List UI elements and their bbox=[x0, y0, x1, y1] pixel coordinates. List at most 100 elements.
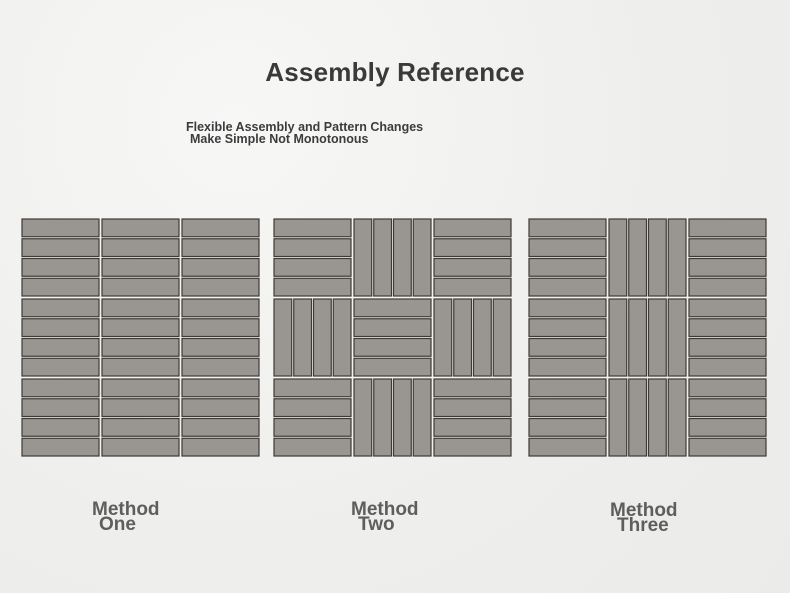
tile-method-one-r2-c2-horizontal bbox=[101, 298, 180, 377]
method-one-number: One bbox=[99, 514, 136, 535]
tile-method-one-r1-c1-horizontal bbox=[21, 218, 100, 297]
tile-method-three-r2-c2-vertical bbox=[608, 298, 687, 377]
plank bbox=[181, 417, 260, 437]
method-two-word: Method bbox=[351, 499, 419, 520]
tile-method-three-r1-c2-vertical bbox=[608, 218, 687, 297]
plank bbox=[528, 337, 607, 357]
tile-method-one-r2-c1-horizontal bbox=[21, 298, 100, 377]
plank bbox=[21, 277, 100, 297]
plank bbox=[181, 277, 260, 297]
plank bbox=[21, 378, 100, 398]
plank bbox=[293, 298, 313, 377]
tile-method-one-r2-c3-horizontal bbox=[181, 298, 260, 377]
plank bbox=[181, 357, 260, 377]
plank bbox=[528, 257, 607, 277]
plank bbox=[332, 298, 352, 377]
plank bbox=[101, 218, 180, 238]
method-one-label: Method One bbox=[92, 499, 160, 535]
plank bbox=[353, 298, 432, 318]
method-three-number: Three bbox=[617, 515, 669, 536]
plank bbox=[181, 318, 260, 338]
plank bbox=[628, 218, 648, 297]
plank bbox=[688, 277, 767, 297]
plank bbox=[453, 298, 473, 377]
plank bbox=[688, 398, 767, 418]
plank bbox=[21, 318, 100, 338]
plank bbox=[688, 337, 767, 357]
plank bbox=[101, 378, 180, 398]
plank bbox=[628, 298, 648, 377]
tile-method-two-r3-c1-horizontal bbox=[273, 378, 352, 457]
plank bbox=[181, 298, 260, 318]
plank bbox=[21, 398, 100, 418]
plank bbox=[528, 437, 607, 457]
method-three-word: Method bbox=[610, 500, 678, 521]
plank bbox=[528, 298, 607, 318]
plank bbox=[412, 218, 432, 297]
plank bbox=[353, 378, 373, 457]
plank bbox=[353, 357, 432, 377]
plank bbox=[181, 257, 260, 277]
plank bbox=[101, 337, 180, 357]
plank bbox=[181, 337, 260, 357]
plank bbox=[688, 417, 767, 437]
plank bbox=[528, 238, 607, 258]
tile-method-three-r3-c2-vertical bbox=[608, 378, 687, 457]
plank bbox=[392, 218, 412, 297]
plank bbox=[433, 378, 512, 398]
plank bbox=[608, 218, 628, 297]
method-one-word: Method bbox=[92, 499, 160, 520]
plank bbox=[492, 298, 512, 377]
plank bbox=[412, 378, 432, 457]
tile-method-one-r1-c2-horizontal bbox=[101, 218, 180, 297]
subtitle-line-1: Flexible Assembly and Pattern Changes bbox=[186, 120, 424, 134]
tile-method-three-r3-c3-horizontal bbox=[688, 378, 767, 457]
plank bbox=[21, 337, 100, 357]
tile-method-two-r2-c3-vertical bbox=[433, 298, 512, 377]
plank bbox=[392, 378, 412, 457]
plank bbox=[353, 318, 432, 338]
plank bbox=[21, 238, 100, 258]
plank bbox=[433, 298, 453, 377]
plank bbox=[688, 357, 767, 377]
tile-method-one-r3-c3-horizontal bbox=[181, 378, 260, 457]
plank bbox=[273, 417, 352, 437]
tile-method-two-r1-c1-horizontal bbox=[273, 218, 352, 297]
tile-method-three-r2-c3-horizontal bbox=[688, 298, 767, 377]
plank bbox=[21, 417, 100, 437]
plank bbox=[688, 298, 767, 318]
plank bbox=[273, 437, 352, 457]
plank bbox=[101, 298, 180, 318]
tile-method-one-r3-c2-horizontal bbox=[101, 378, 180, 457]
plank bbox=[433, 277, 512, 297]
plank bbox=[373, 218, 393, 297]
plank bbox=[101, 398, 180, 418]
plank bbox=[628, 378, 648, 457]
plank bbox=[21, 218, 100, 238]
method-three-label: Method Three bbox=[610, 500, 678, 536]
tile-method-two-r1-c2-vertical bbox=[353, 218, 432, 297]
plank bbox=[101, 437, 180, 457]
plank bbox=[433, 238, 512, 258]
subtitle-line-2: Make Simple Not Monotonous bbox=[190, 131, 369, 146]
plank bbox=[433, 257, 512, 277]
plank bbox=[528, 318, 607, 338]
plank bbox=[273, 277, 352, 297]
plank bbox=[688, 437, 767, 457]
plank bbox=[312, 298, 332, 377]
plank bbox=[101, 318, 180, 338]
plank bbox=[688, 378, 767, 398]
plank bbox=[433, 437, 512, 457]
plank bbox=[273, 298, 293, 377]
plank bbox=[667, 298, 687, 377]
plank bbox=[353, 218, 373, 297]
plank bbox=[21, 298, 100, 318]
plank bbox=[273, 238, 352, 258]
plank bbox=[181, 437, 260, 457]
plank bbox=[101, 357, 180, 377]
plank bbox=[181, 378, 260, 398]
plank bbox=[647, 218, 667, 297]
plank bbox=[647, 298, 667, 377]
subtitle: Flexible Assembly and Pattern Changes Ma… bbox=[186, 120, 424, 146]
plank bbox=[528, 398, 607, 418]
